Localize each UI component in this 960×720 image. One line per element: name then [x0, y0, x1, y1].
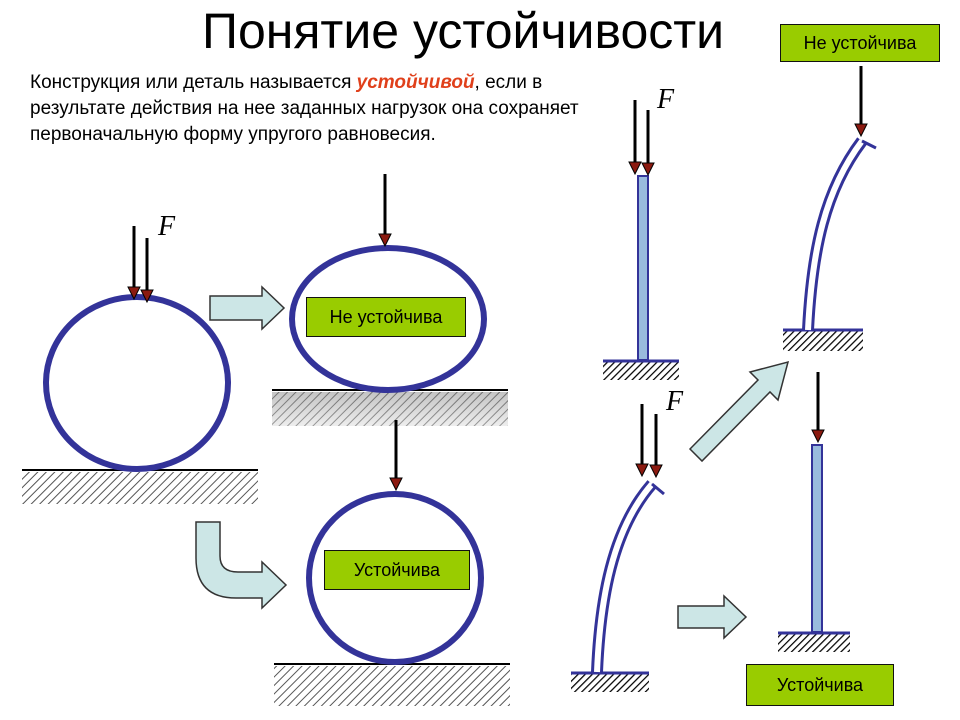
ring-unstable [289, 245, 487, 393]
ring-initial [43, 294, 231, 472]
transition-arrow-rod-unstable [688, 360, 790, 463]
badge-rod-stable: Устойчива [746, 664, 894, 706]
rod-straight-stable [811, 444, 823, 633]
rod-stable-group [778, 372, 850, 652]
definition-highlight: устойчивой [356, 72, 475, 93]
ring-initial-group: F [22, 211, 258, 504]
transition-arrow-ring-unstable [209, 285, 286, 331]
ring-unstable-group [272, 174, 508, 426]
rod-base-3 [571, 674, 649, 692]
rod-base-4 [778, 634, 850, 652]
rod-base-1 [603, 362, 679, 380]
rod-perturbed-group: F [571, 386, 684, 692]
badge-ring-unstable: Не устойчива [306, 297, 466, 337]
definition-text: Конструкция или деталь называется устойч… [30, 70, 630, 148]
badge-ring-stable: Устойчива [324, 550, 470, 590]
force-label-rod-3: F [665, 386, 684, 417]
transition-arrow-rod-stable [677, 594, 748, 640]
force-label-rod-1: F [656, 84, 675, 115]
definition-before: Конструкция или деталь называется [30, 72, 357, 93]
definition-after: , если в результате действия на нее зада… [30, 72, 579, 145]
badge-rod-unstable: Не устойчива [780, 24, 940, 62]
rod-initial-group: F [603, 84, 679, 380]
ring-stable [306, 491, 484, 665]
rod-base-2 [783, 331, 863, 351]
rod-straight-initial [637, 175, 649, 361]
rod-bent-unstable [802, 137, 867, 331]
rod-unstable-group [783, 66, 877, 351]
ring-stable-group [274, 420, 510, 706]
ground-ring-1 [22, 472, 258, 504]
transition-arrow-ring-stable [195, 521, 288, 610]
force-label-ring: F [157, 211, 176, 242]
page-title: Понятие устойчивости [202, 3, 725, 59]
ground-ring-3 [274, 666, 510, 706]
